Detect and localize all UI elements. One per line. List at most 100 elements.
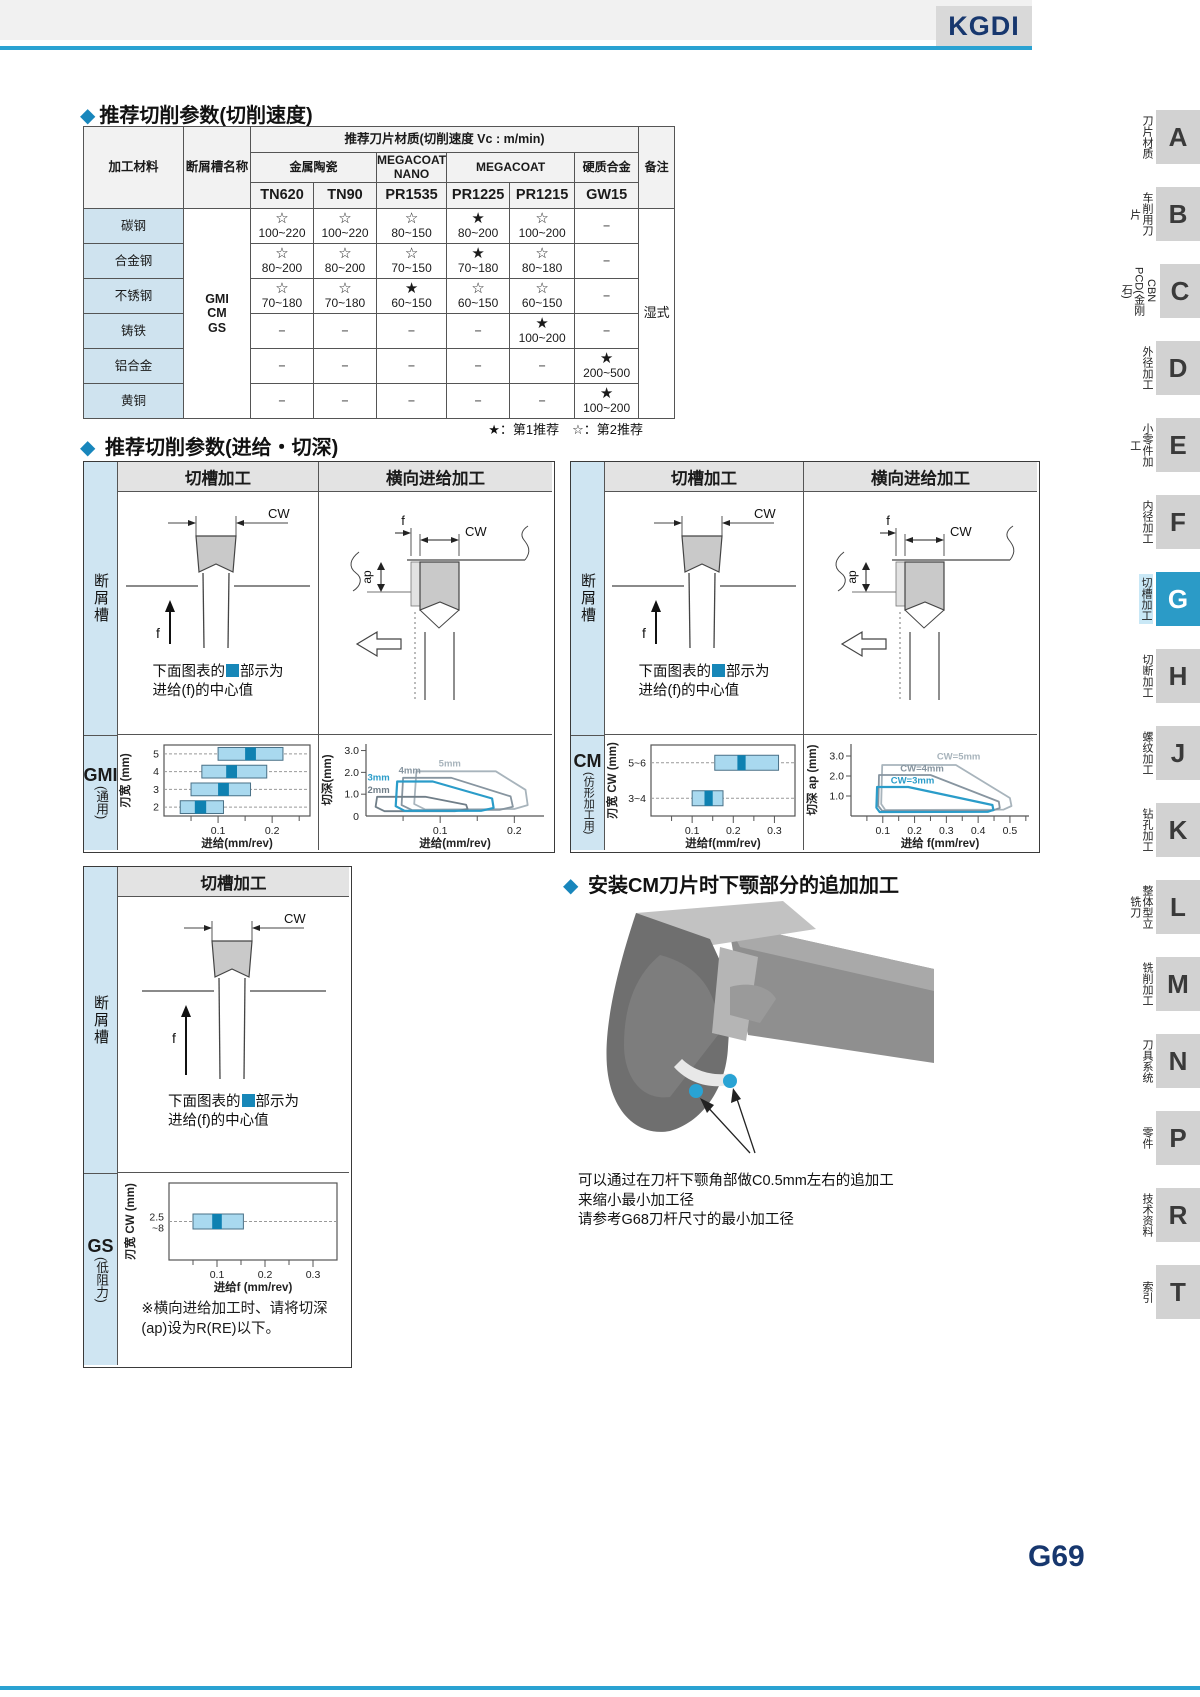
svg-text:进给 f(mm/rev): 进给 f(mm/rev) [900, 836, 979, 850]
diamond-icon: ◆ [563, 875, 579, 897]
speed-cell: ☆100~220 [250, 208, 314, 244]
speed-cell: ☆100~220 [313, 208, 377, 244]
sidebar-tab-letter[interactable]: E [1156, 418, 1200, 472]
sidebar-item-label: 刀片材质 [1141, 115, 1153, 159]
page-title: KGDI [948, 10, 1020, 41]
second-choice-star-icon: ☆ [404, 209, 419, 227]
svg-text:0.3: 0.3 [939, 825, 954, 837]
center-value-swatch [241, 1094, 255, 1107]
speed-range: 70~150 [391, 260, 432, 275]
svg-text:0.2: 0.2 [265, 825, 280, 837]
svg-text:CW: CW [465, 524, 487, 539]
sidebar-tab-letter[interactable]: N [1156, 1034, 1200, 1088]
speed-range: 70~180 [457, 260, 499, 275]
grade-header: PR1535 [375, 182, 448, 209]
empty-cell: − [446, 313, 511, 349]
grade-header: PR1215 [509, 182, 576, 209]
speed-cell: ★100~200 [574, 383, 640, 419]
sidebar-tab-letter[interactable]: K [1156, 803, 1200, 857]
sidebar-tab-letter[interactable]: A [1156, 110, 1200, 164]
speed-range: 100~220 [321, 225, 369, 240]
svg-text:0.1: 0.1 [685, 825, 700, 837]
sidebar-tab-letter[interactable]: B [1156, 187, 1200, 241]
svg-text:2.0: 2.0 [344, 767, 359, 779]
grade-group-header: 金属陶瓷 [250, 152, 377, 183]
sidebar-tab-letter[interactable]: T [1156, 1265, 1200, 1319]
svg-text:进给f (mm/rev): 进给f (mm/rev) [213, 1280, 292, 1294]
sidebar-tab-letter[interactable]: D [1156, 341, 1200, 395]
star-legend: ★：第1推荐 ☆：第2推荐 [488, 422, 643, 437]
diamond-icon: ◆ [80, 437, 96, 459]
svg-text:3mm: 3mm [367, 773, 389, 784]
grade-group-header: 硬质合金 [574, 152, 640, 183]
sidebar-tab-letter[interactable]: C [1159, 264, 1200, 318]
second-choice-star-icon: ☆ [338, 209, 352, 227]
empty-cell: − [375, 348, 448, 384]
empty-cell: − [313, 313, 377, 349]
speed-range: 80~200 [261, 260, 303, 275]
sidebar-tab-letter[interactable]: F [1156, 495, 1200, 549]
empty-cell: − [574, 313, 640, 349]
svg-text:f: f [642, 625, 646, 641]
material-label: 铝合金 [83, 348, 184, 384]
speed-range: 80~180 [521, 260, 563, 275]
footer-accent-line [0, 1686, 1200, 1690]
svg-text:进给(mm/rev): 进给(mm/rev) [201, 836, 273, 850]
groove-diagram: CW f [604, 496, 804, 661]
empty-cell: − [446, 348, 511, 384]
gmi-name-strip: GMI (通用) [84, 735, 118, 850]
empty-cell: − [313, 383, 377, 419]
sidebar-tab-letter[interactable]: P [1156, 1111, 1200, 1165]
cm-groove-header: 切槽加工 [605, 462, 804, 492]
sidebar-item-c[interactable]: CBN PCD(金刚石)C [1120, 264, 1200, 318]
first-choice-star-icon: ★ [471, 244, 485, 262]
material-row: 合金钢☆80~200☆80~200☆70~150★70~180☆80~180− [83, 243, 675, 279]
svg-text:CW=3mm: CW=3mm [890, 776, 934, 787]
sidebar-tab-letter[interactable]: M [1156, 957, 1200, 1011]
svg-text:CW=4mm: CW=4mm [900, 764, 944, 775]
sidebar-tab-letter[interactable]: J [1156, 726, 1200, 780]
svg-text:进给(mm/rev): 进给(mm/rev) [419, 836, 491, 850]
speed-range: 100~200 [583, 400, 631, 415]
second-choice-star-icon: ☆ [275, 279, 289, 297]
center-value-note: 下面图表的部示为 进给(f)的中心值 [168, 1094, 299, 1129]
speed-cell: ☆100~200 [509, 208, 576, 244]
gmi-side-header: 横向进给加工 [319, 462, 552, 492]
svg-text:0.1: 0.1 [432, 825, 447, 837]
sidebar-tab-letter[interactable]: G [1156, 572, 1200, 626]
groove-diagram: CW f [118, 496, 318, 661]
speed-range: 80~200 [457, 225, 499, 240]
sidebar-tab-letter[interactable]: R [1156, 1188, 1200, 1242]
svg-text:1.0: 1.0 [344, 789, 359, 801]
first-choice-star-icon: ★ [404, 279, 419, 297]
gs-panel: 断屑槽 GS (低阻力) 切槽加工 CW f 下面图表的部示为 进给(f)的中心… [83, 866, 352, 1368]
sidebar-tab-letter[interactable]: L [1156, 880, 1200, 934]
sidebar-item-label: CBN PCD(金刚石) [1120, 266, 1157, 316]
sidebar-tab-letter[interactable]: H [1156, 649, 1200, 703]
gs-chipbreaker-strip: 断屑槽 [84, 867, 118, 1173]
material-label: 铸铁 [83, 313, 184, 349]
empty-cell: − [446, 383, 511, 419]
speed-range: 80~200 [324, 260, 366, 275]
speed-cell: ☆80~150 [375, 208, 448, 244]
speed-cell: ☆70~150 [375, 243, 448, 279]
speed-range: 200~500 [583, 365, 631, 380]
